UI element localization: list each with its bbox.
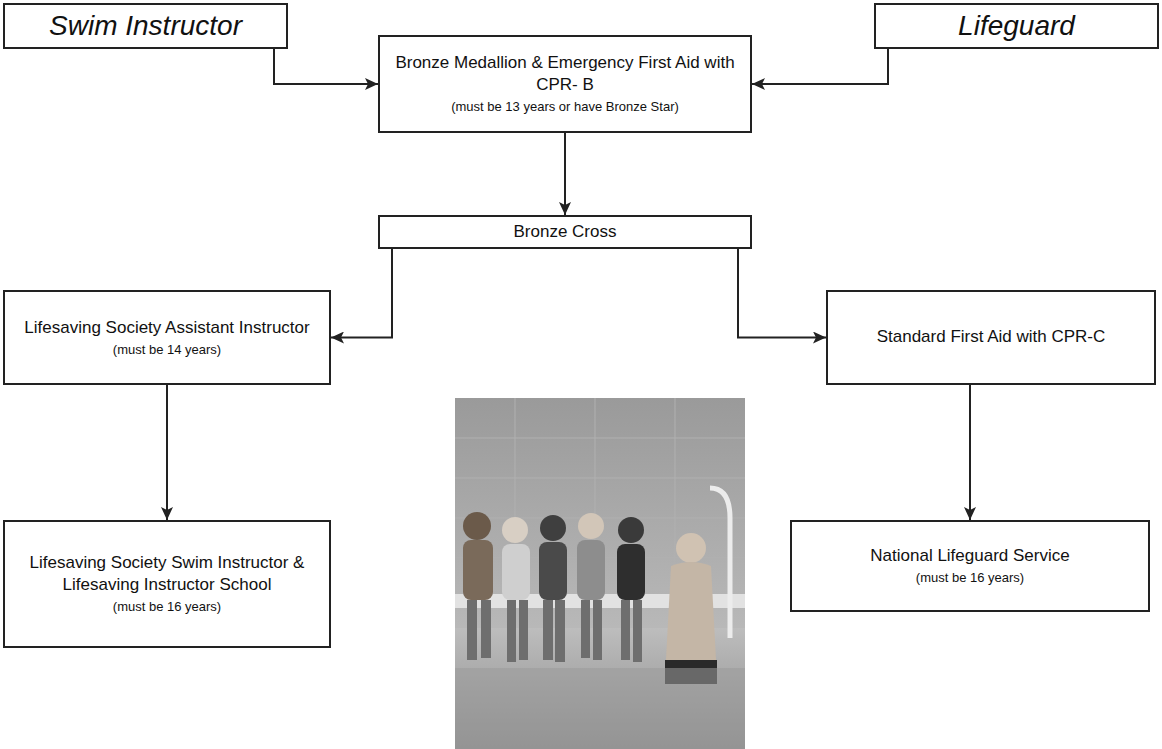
pool-photo: [455, 398, 745, 749]
node-label: Standard First Aid with CPR-C: [877, 326, 1106, 348]
node-label: Lifeguard: [958, 9, 1075, 43]
flow-arrow: [564, 133, 566, 215]
node-label: National Lifeguard Service: [870, 545, 1069, 567]
flow-arrow: [166, 385, 168, 520]
flow-arrow: [331, 249, 392, 337]
node-label: Bronze Medallion & Emergency First Aid w…: [390, 52, 740, 96]
role-box: Swim Instructor: [3, 3, 288, 49]
course-box: Standard First Aid with CPR-C: [826, 290, 1156, 385]
course-box: Lifesaving Society Assistant Instructor (…: [3, 290, 331, 385]
node-label: Swim Instructor: [49, 9, 242, 43]
node-label: Lifesaving Society Swim Instructor & Lif…: [15, 552, 319, 596]
age-note: (must be 16 years): [916, 569, 1024, 587]
age-note: (must be 16 years): [113, 598, 221, 616]
node-label: Bronze Cross: [514, 221, 617, 243]
course-box: Bronze Medallion & Emergency First Aid w…: [378, 35, 752, 133]
flow-arrow: [752, 49, 888, 84]
age-note: (must be 14 years): [113, 341, 221, 359]
role-box: Lifeguard: [874, 3, 1159, 49]
flow-arrow: [969, 385, 971, 520]
course-box: National Lifeguard Service (must be 16 ye…: [790, 520, 1150, 612]
flow-arrow: [274, 49, 378, 84]
flow-arrow: [738, 249, 826, 337]
course-box: Lifesaving Society Swim Instructor & Lif…: [3, 520, 331, 648]
age-note: (must be 13 years or have Bronze Star): [451, 98, 679, 116]
course-box: Bronze Cross: [378, 215, 752, 249]
node-label: Lifesaving Society Assistant Instructor: [24, 317, 309, 339]
